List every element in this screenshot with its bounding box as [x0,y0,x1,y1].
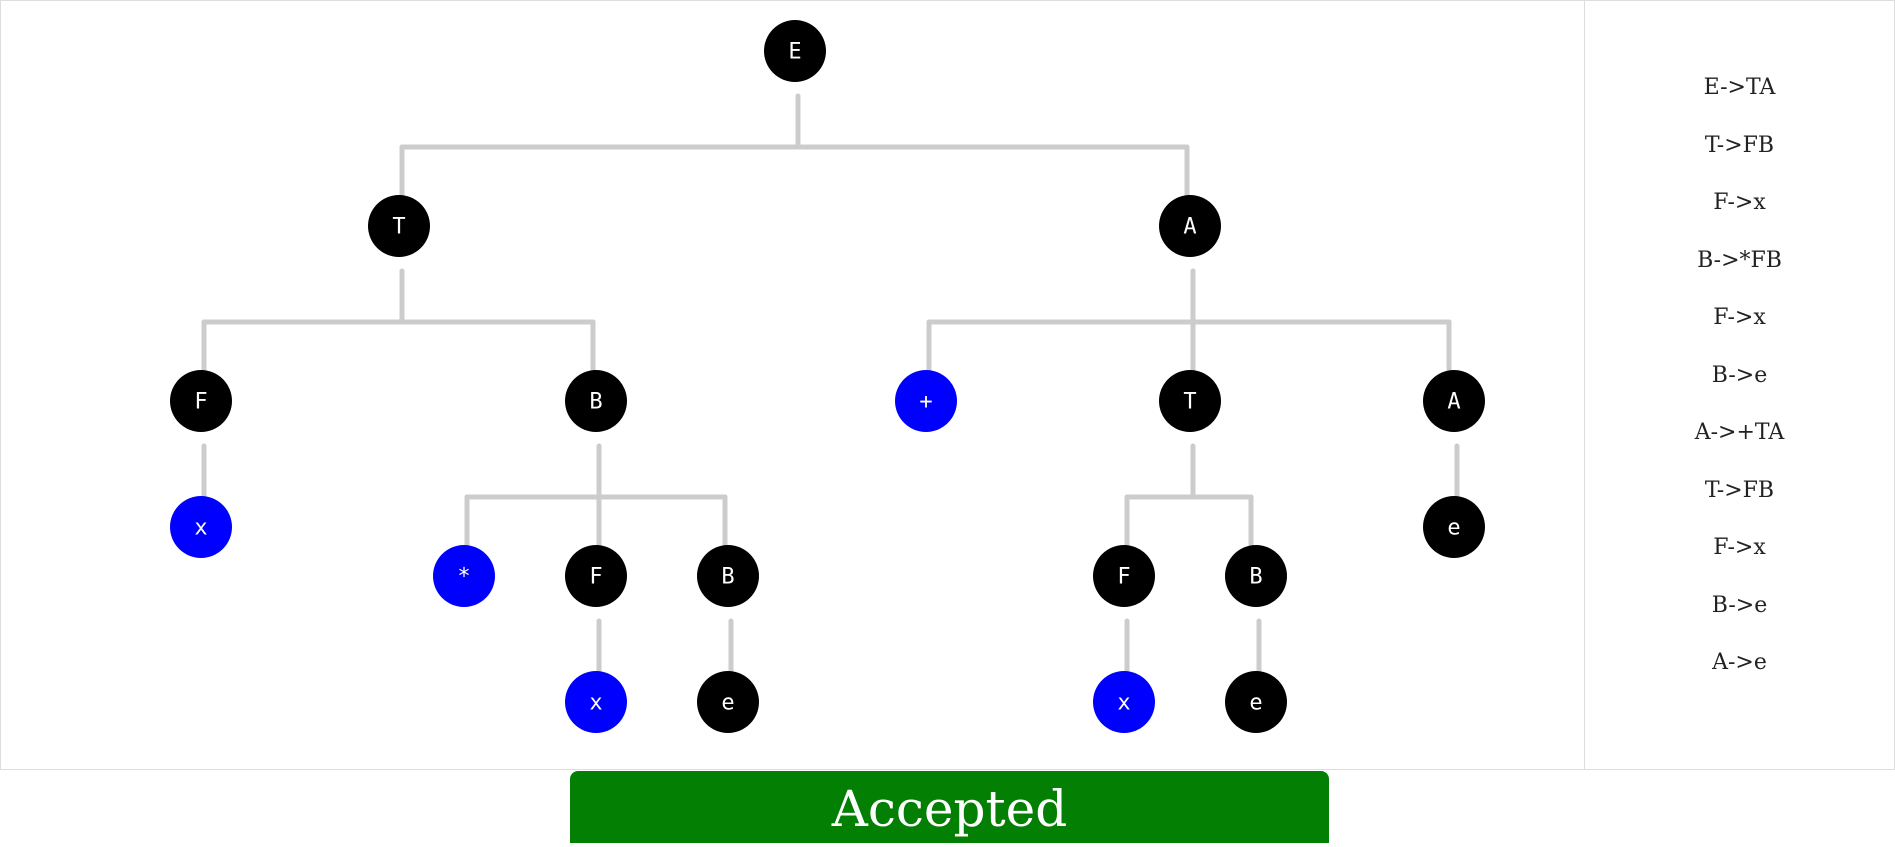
parse-tree: E T A F B + T Ax * F B F Be x e x e [170,20,1485,733]
nonterminal-node: A [1159,195,1221,257]
node-label: A [1447,390,1460,415]
node-label: x [194,516,207,541]
node-label: e [721,691,734,716]
node-label: B [589,390,602,415]
node-label: F [194,390,207,415]
node-label: T [392,215,405,240]
node-circle [1423,370,1485,432]
node-circle [565,545,627,607]
node-label: x [1117,691,1130,716]
nonterminal-node: e [1225,671,1287,733]
rule-item: F->x [1713,190,1766,215]
node-label: B [1249,565,1262,590]
nonterminal-node: F [565,545,627,607]
node-label: * [457,565,470,590]
node-label: e [1249,691,1262,716]
nonterminal-node: T [368,195,430,257]
rule-item: A->e [1712,650,1767,675]
node-circle [565,370,627,432]
nonterminal-node: F [1093,545,1155,607]
node-circle [697,545,759,607]
derivation-rules-panel: E->TA T->FB F->x B->*FB F->x B->e A->+TA… [1585,0,1895,770]
rule-item: F->x [1713,305,1766,330]
rule-item: T->FB [1704,132,1775,158]
terminal-node: + [895,370,957,432]
terminal-node: * [433,545,495,607]
nonterminal-node: T [1159,370,1221,432]
node-circle [368,195,430,257]
nonterminal-node: e [697,671,759,733]
node-label: B [721,565,734,590]
node-label: e [1447,516,1460,541]
node-label: x [589,691,602,716]
rule-item: F->x [1713,535,1766,560]
node-circle [433,545,495,607]
node-circle [1093,671,1155,733]
accepted-status-banner: Accepted [570,771,1329,843]
rule-item: B->*FB [1697,247,1782,273]
terminal-node: x [1093,671,1155,733]
node-circle [1093,545,1155,607]
node-label: F [1117,565,1130,590]
rule-item: A->+TA [1694,420,1785,445]
nonterminal-node: B [697,545,759,607]
node-circle [170,496,232,558]
rules-list: E->TA T->FB F->x B->*FB F->x B->e A->+TA… [1585,69,1894,702]
terminal-node: x [170,496,232,558]
node-label: T [1183,390,1196,415]
node-label: F [589,565,602,590]
node-circle [565,671,627,733]
node-label: + [919,390,932,415]
nonterminal-node: E [764,20,826,82]
node-circle [170,370,232,432]
node-circle [1225,671,1287,733]
node-circle [1423,496,1485,558]
rule-item: B->e [1711,592,1768,618]
node-circle [697,671,759,733]
node-circle [1159,370,1221,432]
node-circle [764,20,826,82]
rule-item: T->FB [1704,477,1775,503]
nonterminal-node: A [1423,370,1485,432]
nonterminal-node: F [170,370,232,432]
node-circle [1159,195,1221,257]
nonterminal-node: B [1225,545,1287,607]
node-label: A [1183,215,1196,240]
rule-item: E->TA [1703,75,1776,100]
rule-item: B->e [1711,362,1768,388]
nonterminal-node: B [565,370,627,432]
node-circle [895,370,957,432]
node-circle [1225,545,1287,607]
node-label: E [788,40,801,65]
terminal-node: x [565,671,627,733]
nonterminal-node: e [1423,496,1485,558]
